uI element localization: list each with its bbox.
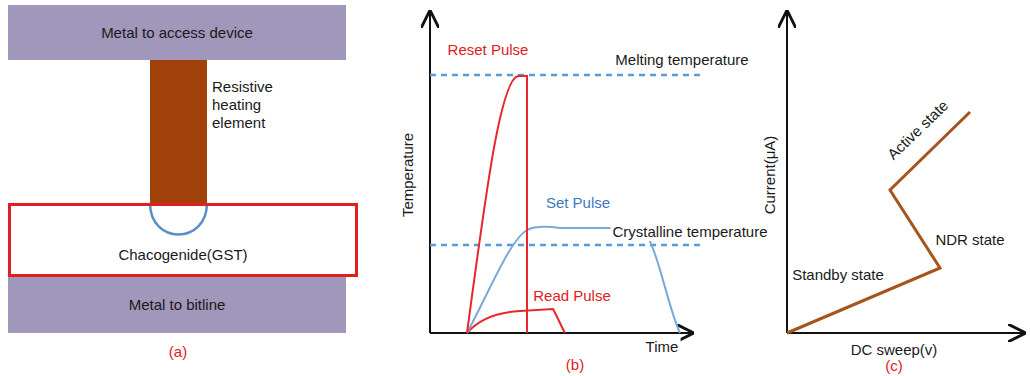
state-label: Standby state xyxy=(790,266,886,284)
node-text: Chacogenide(GST) xyxy=(11,206,355,264)
metal-electrode: Metal to access device xyxy=(8,5,346,60)
panel-label: (b) xyxy=(564,356,586,374)
axis-title: Current(μA) xyxy=(761,134,779,217)
x-axis xyxy=(430,332,692,334)
y-axis xyxy=(429,12,431,333)
curve-label: Read Pulse xyxy=(531,287,613,305)
axis-title: Temperature xyxy=(399,131,417,219)
set-pulse-curve xyxy=(467,227,680,333)
iv-curve xyxy=(787,112,970,333)
active-region xyxy=(150,203,207,235)
threshold-label: Crystalline temperature xyxy=(610,223,769,241)
melting-line xyxy=(430,74,702,77)
metal-electrode: Metal to bitline xyxy=(8,277,346,333)
state-label: NDR state xyxy=(933,231,1006,249)
heater-element: Resistive heating element xyxy=(150,60,207,203)
y-axis xyxy=(786,12,788,333)
curve-label: Reset Pulse xyxy=(446,41,531,59)
node-text: Metal to access device xyxy=(101,24,253,42)
state-label: Active state xyxy=(882,95,953,165)
reset-pulse-curve xyxy=(467,76,527,333)
crystalline-line xyxy=(430,244,702,247)
read-pulse-curve xyxy=(467,309,565,333)
chalcogenide-layer: Chacogenide(GST) xyxy=(8,203,358,277)
axis-title: Time xyxy=(644,338,681,356)
panel-label: (c) xyxy=(883,357,905,375)
threshold-label: Melting temperature xyxy=(613,51,750,69)
panel-label: (a) xyxy=(167,343,189,361)
x-axis xyxy=(787,332,1024,334)
curve-label: Set Pulse xyxy=(544,194,612,212)
node-text: Metal to bitline xyxy=(129,296,226,314)
node-text: Resistive heating element xyxy=(212,78,292,132)
